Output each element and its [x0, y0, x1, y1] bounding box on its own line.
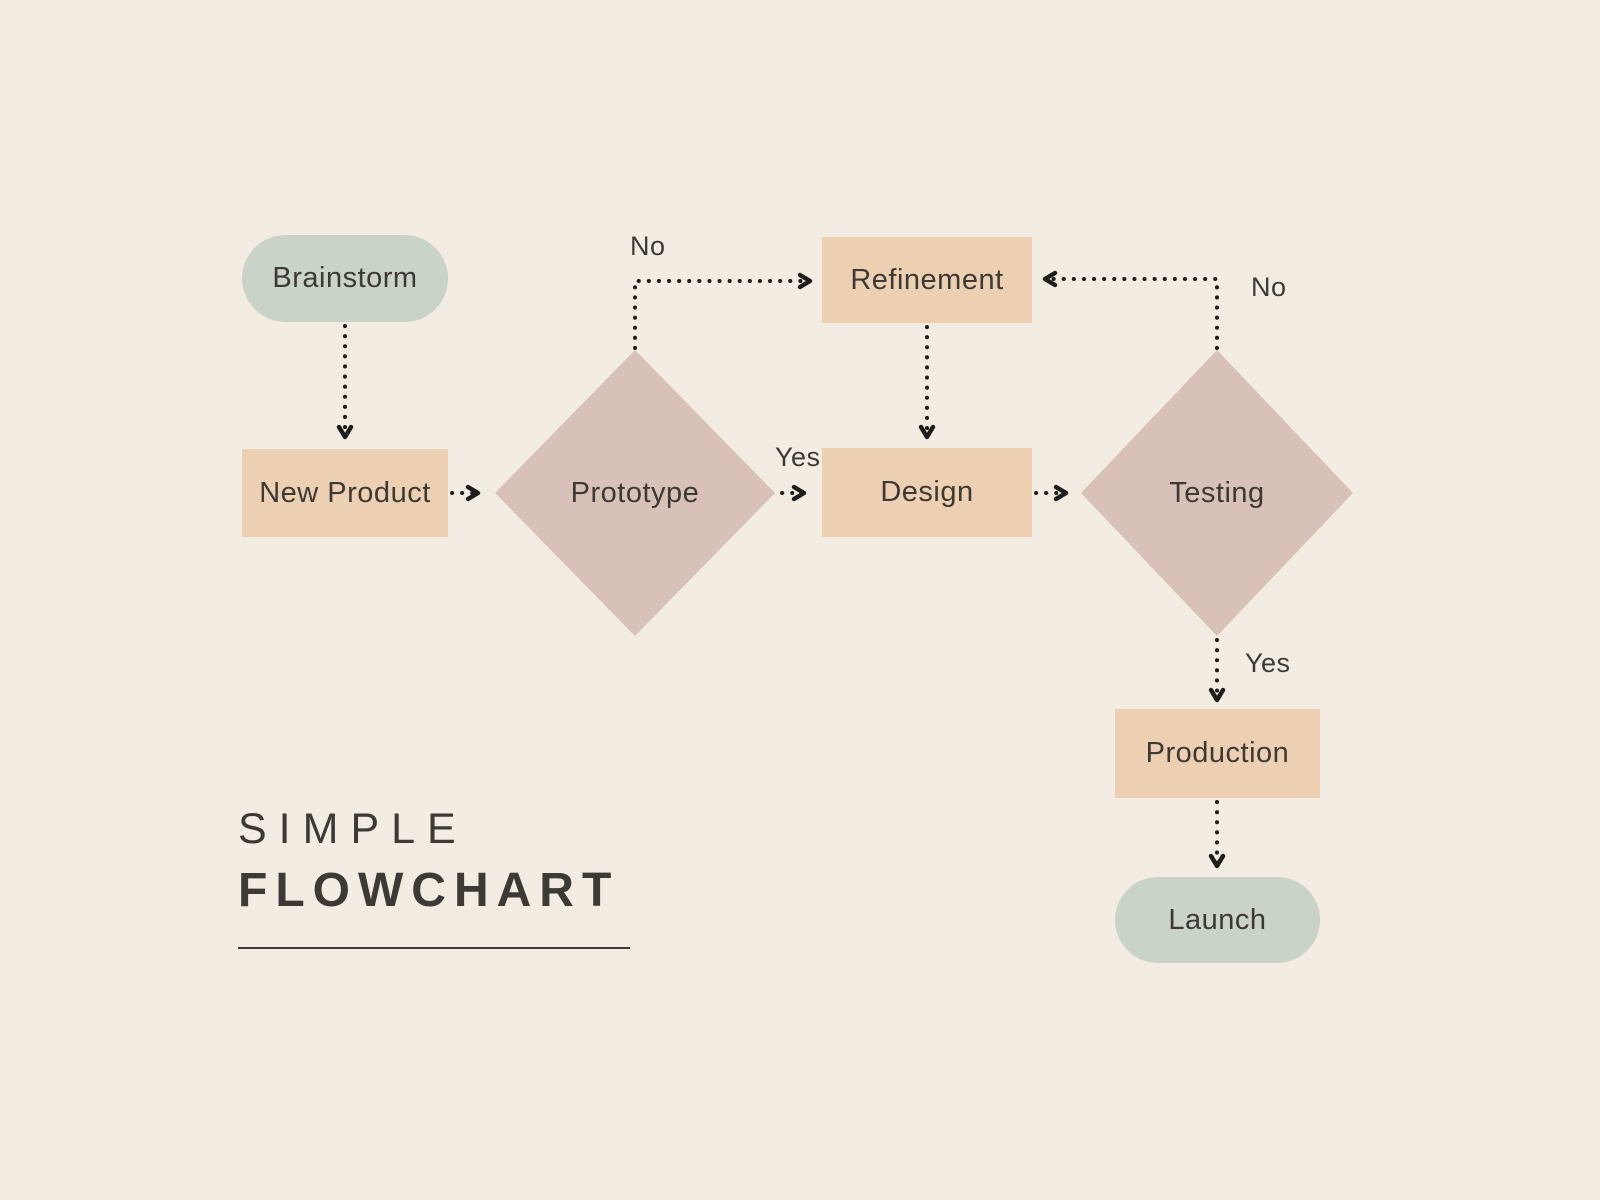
edge-label-testing-yes: Yes — [1245, 648, 1291, 678]
node-design: Design — [822, 448, 1032, 537]
node-design-label: Design — [880, 476, 974, 508]
node-testing-label: Testing — [1169, 476, 1265, 509]
node-launch: Launch — [1115, 877, 1320, 963]
connector-testing-no-to-refinement — [1042, 270, 1219, 350]
node-prototype-label: Prototype — [570, 476, 700, 509]
node-refinement: Refinement — [822, 237, 1032, 323]
title-block: SIMPLE FLOWCHART — [238, 808, 630, 949]
edge-label-prototype-yes: Yes — [775, 442, 821, 472]
node-production-label: Production — [1145, 737, 1290, 769]
node-new-product-label: New Product — [259, 476, 431, 509]
title-line2: FLOWCHART — [238, 864, 620, 917]
node-brainstorm: Brainstorm — [242, 235, 448, 322]
edge-label-prototype-no: No — [630, 231, 666, 261]
node-new-product: New Product — [242, 449, 448, 537]
connector-prototype-no-to-refinement — [633, 272, 813, 350]
node-launch-label: Launch — [1168, 903, 1267, 936]
node-brainstorm-label: Brainstorm — [272, 262, 418, 294]
edge-label-testing-no: No — [1251, 272, 1287, 302]
node-production: Production — [1115, 709, 1320, 798]
title-underline — [238, 947, 630, 949]
node-refinement-label: Refinement — [850, 263, 1004, 296]
title-line1: SIMPLE — [238, 805, 468, 853]
